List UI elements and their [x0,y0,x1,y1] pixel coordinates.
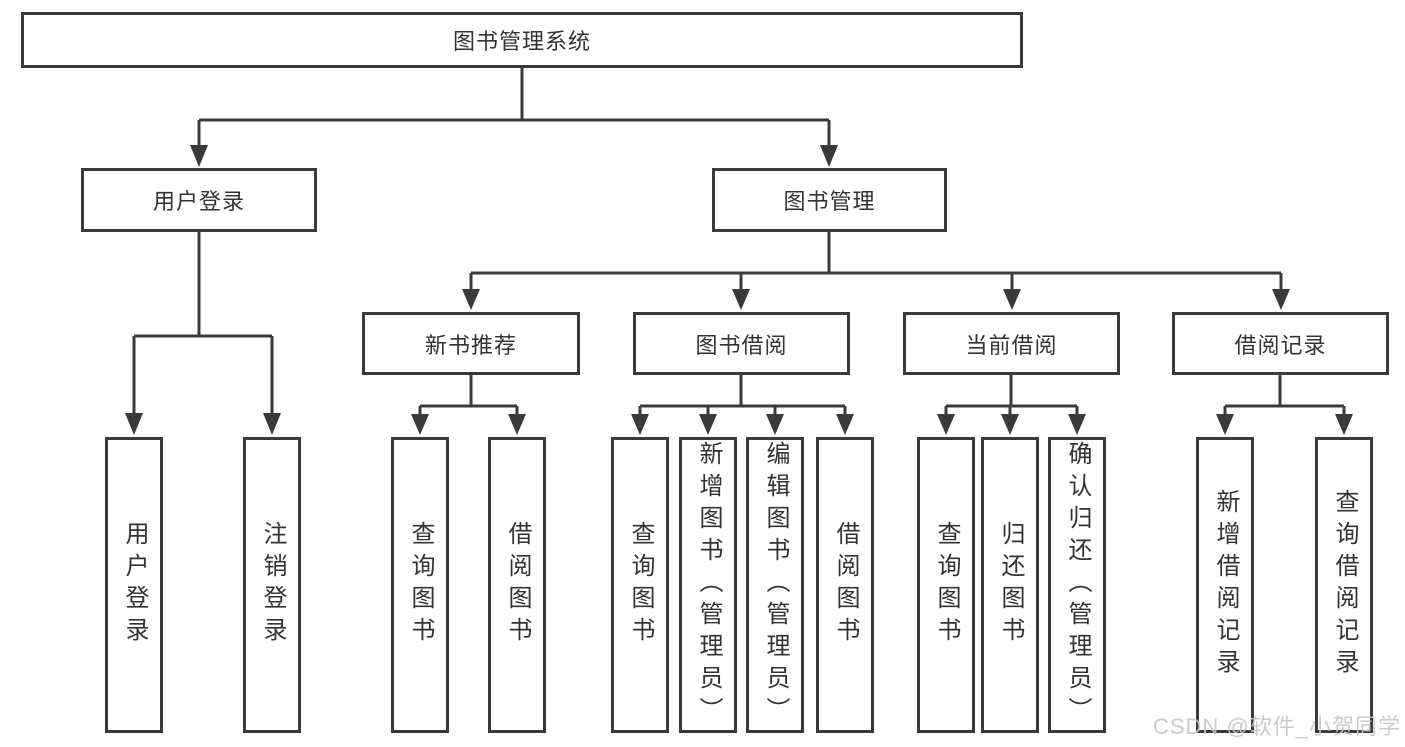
arrow-down-icon [190,145,208,167]
leaf-add-books-admin: 新增图书（管理员） [679,437,737,733]
node-library-system: 图书管理系统 [21,12,1023,68]
leaf-add-borrow-record: 新增借阅记录 [1196,437,1254,733]
leaf-edit-books-admin: 编辑图书（管理员） [746,437,804,733]
node-user-login: 用户登录 [81,168,317,232]
leaf-query-books-borrowing: 查询图书 [611,437,669,733]
node-new-book-recommend: 新书推荐 [362,312,580,375]
connector-user-login [132,232,274,414]
arrow-down-icon [836,414,854,435]
arrow-down-icon [732,289,750,310]
connector-borrow-records [1223,375,1346,416]
arrow-down-icon [631,414,649,435]
arrow-down-icon [263,413,281,435]
arrow-down-icon [1068,414,1086,435]
connector-new-books [418,375,519,416]
node-borrowing-records: 借阅记录 [1172,312,1389,375]
arrow-down-icon [1001,414,1019,435]
arrow-down-icon [508,414,526,435]
arrow-down-icon [1335,414,1353,435]
node-book-management: 图书管理 [712,168,947,232]
watermark: CSDN @软件_小贺同学 [1152,714,1401,739]
arrow-down-icon [937,414,955,435]
connector-root [197,68,831,147]
leaf-return-books: 归还图书 [981,437,1039,733]
leaf-query-books-current: 查询图书 [917,437,975,733]
leaf-borrow-books: 借阅图书 [816,437,874,733]
connector-book-mgmt [469,232,1283,290]
leaf-borrow-books-recommend: 借阅图书 [488,437,546,733]
leaf-logout: 注销登录 [243,437,301,733]
node-book-borrowing: 图书借阅 [633,312,850,375]
leaf-confirm-return-admin: 确认归还（管理员） [1048,437,1106,733]
leaf-user-login: 用户登录 [105,437,163,733]
node-current-borrowing: 当前借阅 [903,312,1120,375]
arrow-down-icon [125,413,143,435]
arrow-down-icon [766,414,784,435]
arrow-down-icon [1216,414,1234,435]
connector-book-borrow [638,375,847,416]
leaf-query-borrow-record: 查询借阅记录 [1315,437,1373,733]
connector-current-borrow [944,375,1079,416]
arrow-down-icon [411,414,429,435]
arrow-down-icon [462,289,480,310]
arrow-down-icon [1272,289,1290,310]
leaf-query-books-recommend: 查询图书 [391,437,449,733]
arrow-down-icon [699,414,717,435]
arrow-down-icon [1003,289,1021,310]
arrow-down-icon [820,145,838,167]
